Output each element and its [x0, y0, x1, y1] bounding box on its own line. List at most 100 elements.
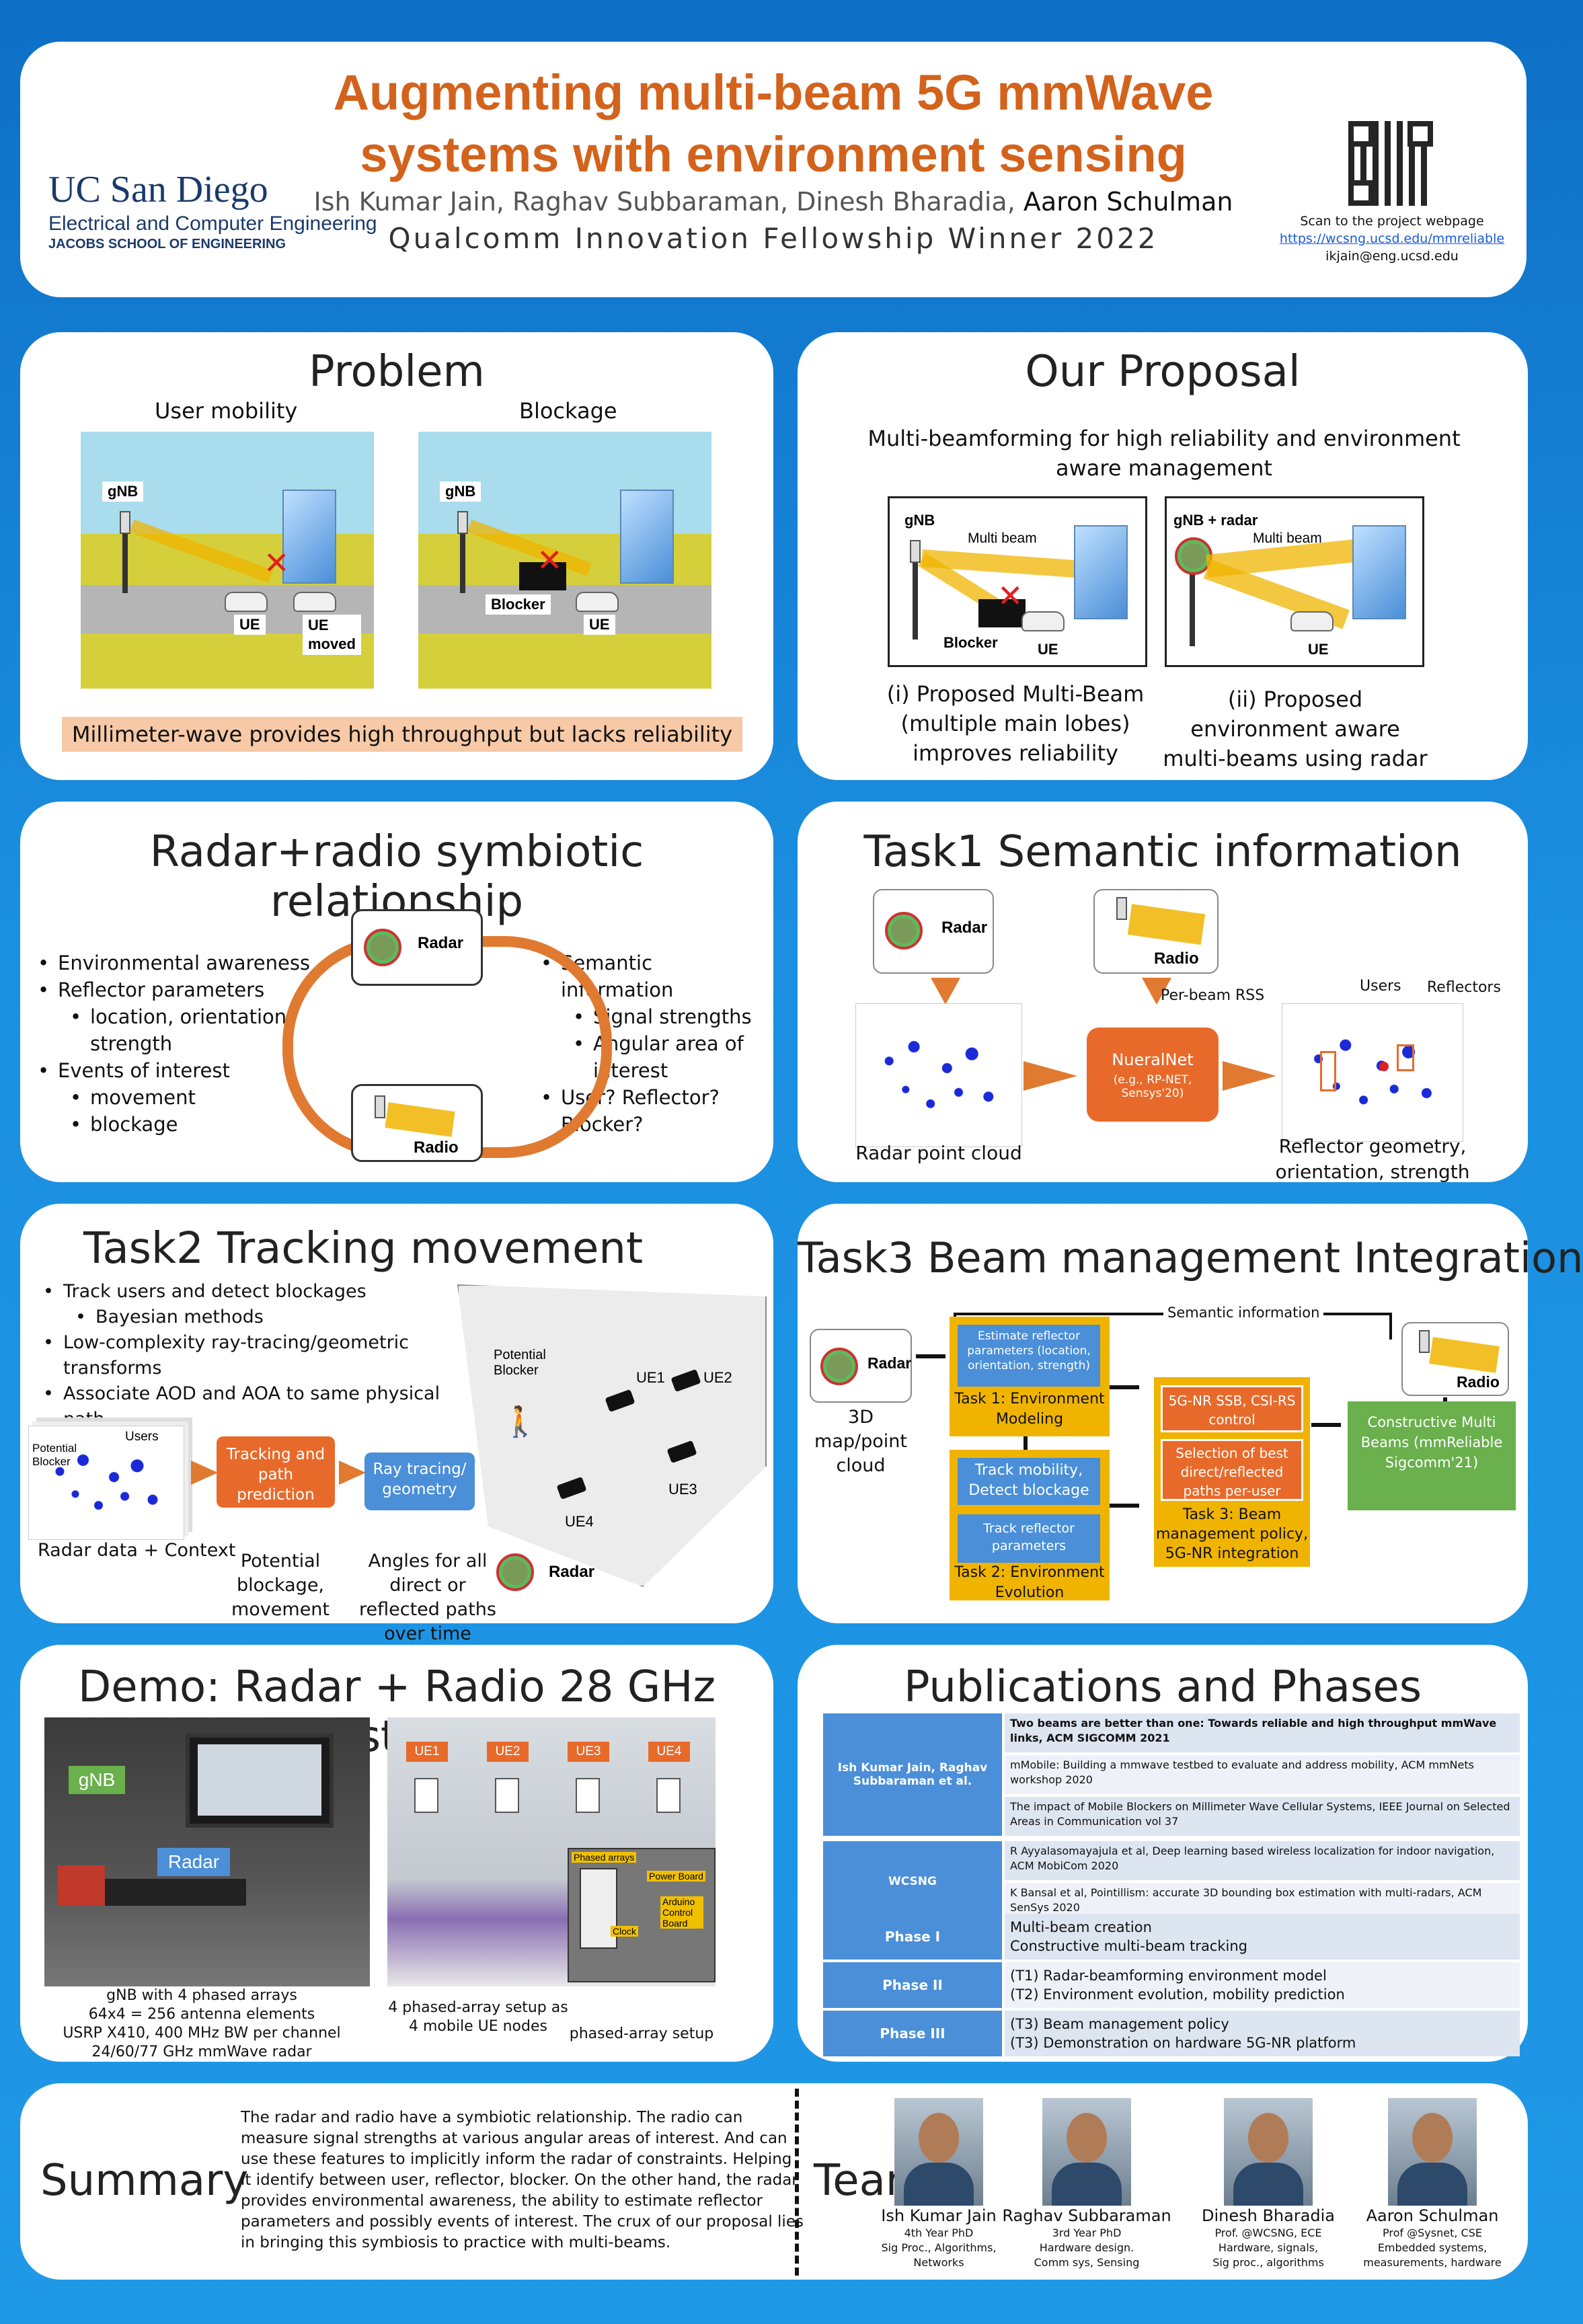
arduino-tag: Arduino Control Board [660, 1896, 703, 1929]
logo-dept: Electrical and Computer Engineering [48, 212, 377, 235]
radar-label: Radar [867, 1354, 912, 1372]
task3-title: Task3 Beam management Integration [798, 1233, 1583, 1282]
right-arrow-icon [339, 1461, 366, 1485]
ssb-box: 5G-NR SSB, CSI-RS control [1161, 1385, 1303, 1432]
team-member-photo [894, 2098, 983, 2206]
map-caption: 3D map/point cloud [814, 1407, 907, 1476]
ue1-phone-icon [605, 1389, 635, 1413]
gnb-label: gNB [904, 512, 935, 529]
task2-env-block: Track mobility, Detect blockage Track re… [950, 1450, 1110, 1601]
reflector-output-caption: Reflector geometry, orientation, strengt… [1275, 1135, 1470, 1183]
task1-env-block: Estimate reflector parameters (location,… [950, 1317, 1110, 1436]
blockage-caption: Blockage [519, 398, 617, 424]
multibeam-label: Multi beam [1253, 531, 1322, 546]
task2-env-label: Task 2: Environment Evolution [954, 1564, 1105, 1601]
estimate-reflector-label: Estimate reflector parameters (location,… [967, 1329, 1091, 1372]
radio-label: Radio [1457, 1373, 1500, 1391]
ucsd-logo: UC San Diego Electrical and Computer Eng… [48, 169, 398, 252]
bullet-item: Low-complexity ray-tracing/geometric tra… [40, 1330, 457, 1381]
gnb-radar-label: gNB + radar [1173, 512, 1258, 529]
ue3-tag: UE3 [568, 1742, 609, 1762]
car-moved-icon [293, 592, 336, 612]
radio-node: Radio [1401, 1322, 1509, 1396]
gnb-icon [457, 511, 468, 534]
radar-node: Radar [873, 889, 994, 974]
ue2-phone-icon [670, 1368, 701, 1393]
tracking-box-label: Tracking and path prediction [226, 1446, 325, 1504]
ue1-label: UE1 [636, 1369, 665, 1386]
phased-array-caption: phased-array setup [569, 2025, 714, 2042]
multibeam-label: Multi beam [968, 531, 1037, 546]
track-mobility-box: Track mobility, Detect blockage [958, 1458, 1100, 1505]
member-focus: Hardware, signals, [1218, 2241, 1319, 2254]
proposal-subtitle: Multi-beamforming for high reliability a… [867, 426, 1461, 481]
down-arrow-icon [1142, 978, 1171, 1005]
phase-name-cell: Phase III [823, 2011, 1002, 2056]
project-link[interactable]: https://wcsng.ucsd.edu/mmreliable [1279, 231, 1505, 246]
task3-panel: Task3 Beam management Integration Semant… [798, 1204, 1583, 1623]
gnb-caption: gNB with 4 phased arrays 64x4 = 256 ante… [27, 1986, 377, 2062]
gnb-label: gNB [102, 481, 144, 502]
gnb-icon [910, 540, 921, 563]
up-down-arrow-icon [1024, 1436, 1028, 1450]
gnb-caption-3: USRP X410, 400 MHz BW per channel [63, 2025, 341, 2042]
task1-title: Task1 Semantic information [863, 827, 1462, 877]
radar-tag: Radar [157, 1848, 230, 1876]
building-icon [1074, 525, 1128, 619]
problem-note: Millimeter-wave provides high throughput… [62, 717, 742, 752]
contact-email: ikjain@eng.ucsd.edu [1325, 249, 1459, 264]
symbiotic-left-list: Environmental awarenessReflector paramet… [35, 950, 324, 1138]
logo-school: JACOBS SCHOOL OF ENGINEERING [48, 237, 286, 251]
radar-icon [364, 929, 401, 966]
blocked-x-icon: ✕ [997, 578, 1024, 614]
member-role: Prof @Sysnet, CSE [1383, 2226, 1482, 2239]
building-icon [620, 490, 674, 584]
gnb-label: gNB [440, 481, 481, 502]
proposal-panel: Our Proposal Multi-beamforming for high … [798, 332, 1528, 780]
mobility-scene: gNB ✕ UE UE moved [81, 432, 374, 689]
title-line-2: systems with environment sensing [360, 126, 1187, 182]
ue1-tag: UE1 [406, 1742, 448, 1762]
ue-setup-caption: 4 phased-array setup as 4 mobile UE node… [388, 1999, 568, 2035]
ue4-label: UE4 [565, 1513, 594, 1530]
member-focus: measurements, hardware [1363, 2256, 1502, 2269]
track-reflector-box: Track reflector parameters [958, 1514, 1100, 1563]
truck-icon [978, 599, 1026, 627]
ue-label: UE [584, 615, 615, 635]
publication-entry: R Ayyalasomayajula et al, Deep learning … [1005, 1841, 1520, 1880]
gnb-tag: gNB [69, 1766, 125, 1794]
blocked-x-icon: ✕ [537, 542, 563, 578]
radio-node: Radio [351, 1084, 483, 1162]
radio-node: Radio [1093, 889, 1219, 974]
title: Augmenting multi-beam 5G mmWave systems … [276, 62, 1271, 186]
power-board-tag: Power Board [647, 1871, 705, 1882]
phase-name-cell: Phase II [823, 1962, 1002, 2008]
ue-moved-label: UE moved [303, 615, 361, 655]
blockage-scene: gNB ✕ Blocker UE [418, 432, 711, 689]
publications-panel: Publications and Phases Ish Kumar Jain, … [798, 1645, 1528, 2062]
blocked-x-icon: ✕ [264, 545, 290, 581]
publications-title: Publications and Phases [903, 1662, 1422, 1712]
title-line-1: Augmenting multi-beam 5G mmWave [333, 65, 1214, 120]
radar-context-caption: Radar data + Context [38, 1540, 236, 1561]
ue-label: UE [1308, 641, 1329, 658]
blocker-label: Blocker [943, 634, 998, 651]
member-focus: Sig Proc., Algorithms, [881, 2241, 997, 2254]
ue3-label: UE3 [668, 1481, 697, 1498]
gnb-icon [120, 511, 130, 534]
task2-title: Task2 Tracking movement [83, 1224, 644, 1274]
ray-tracing-label: Ray tracing/ geometry [373, 1461, 467, 1498]
sub-bullet-item: movement [35, 1084, 324, 1111]
qr-code [1348, 121, 1433, 206]
blocker-label: Blocker [486, 594, 551, 615]
member-role: 4th Year PhD [904, 2226, 974, 2239]
users-small-label: Users [125, 1430, 159, 1444]
radar-icon [496, 1553, 534, 1591]
fellowship: Qualcomm Innovation Fellowship Winner 20… [388, 222, 1159, 255]
member-focus: Networks [913, 2256, 964, 2269]
cmb-box: Constructive Multi Beams (mmReliable Sig… [1348, 1401, 1516, 1510]
member-name: Raghav Subbaraman [1002, 2206, 1171, 2225]
author-last: Aaron Schulman [1023, 187, 1233, 217]
